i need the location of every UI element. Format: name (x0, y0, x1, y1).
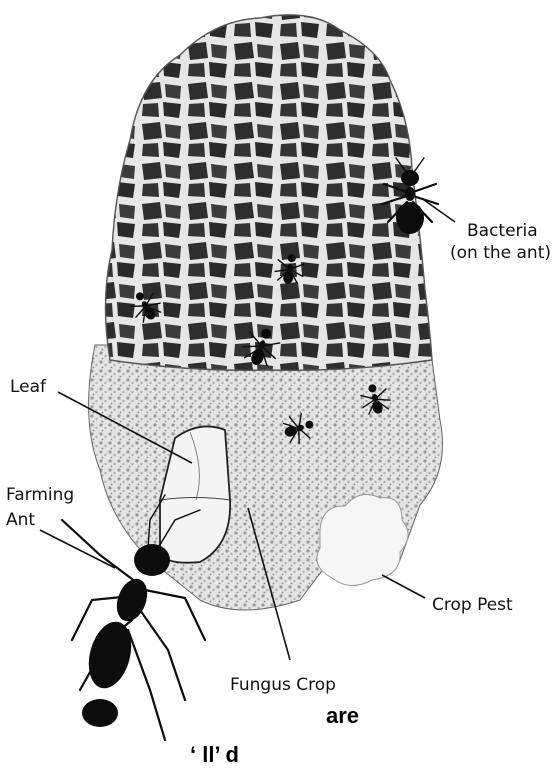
crop-pest-label: Crop Pest (432, 595, 513, 615)
fungus-crop-label: Fungus Crop (230, 675, 336, 695)
caption-line-1: are (326, 703, 359, 728)
leaf-label: Leaf (10, 377, 47, 397)
bacteria-label: Bacteria (467, 221, 538, 241)
farming-label: Farming (6, 485, 74, 505)
caption-line-2: ‘ ll’ d (190, 742, 239, 767)
bacteria-note-label: (on the ant) (450, 243, 551, 263)
leader-crop-pest (382, 575, 425, 598)
ant-label: Ant (6, 510, 35, 530)
